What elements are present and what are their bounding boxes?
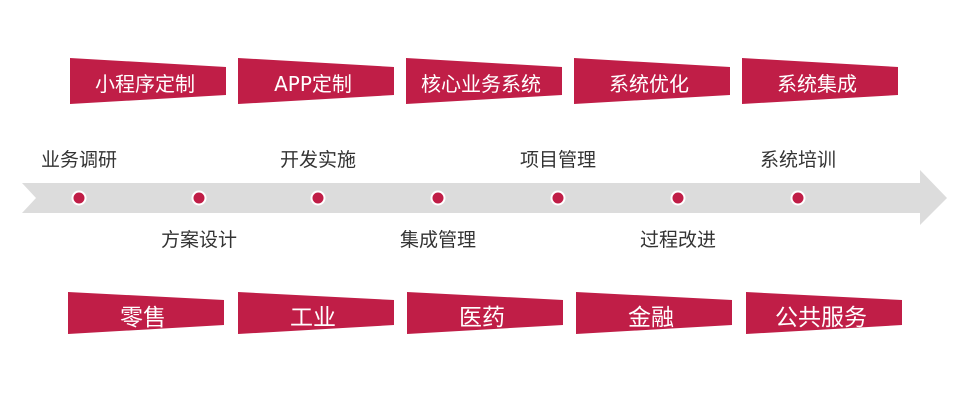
banner-label: 系统集成 <box>777 72 857 96</box>
banner-label: 系统优化 <box>609 72 689 96</box>
industry-banner: 工业 <box>238 292 394 334</box>
step-label: 项目管理 <box>519 149 596 171</box>
banner-label: 零售 <box>120 305 166 331</box>
industry-banner: 零售 <box>68 292 224 334</box>
banner-label: 小程序定制 <box>95 72 195 96</box>
banner-label: 核心业务系统 <box>421 72 541 96</box>
timeline-dot <box>310 190 326 206</box>
step-label: 系统培训 <box>759 149 836 171</box>
industry-banner: 医药 <box>407 292 563 334</box>
service-banner: 核心业务系统 <box>406 58 562 104</box>
banner-label: 公共服务 <box>775 305 867 331</box>
banner-label: 金融 <box>628 305 674 331</box>
timeline-dot <box>191 190 207 206</box>
timeline-dot <box>430 190 446 206</box>
step-label: 集成管理 <box>399 229 476 251</box>
banner-label: 医药 <box>459 305 505 331</box>
service-banner: 系统集成 <box>742 58 898 104</box>
step-label: 过程改进 <box>639 229 716 251</box>
banner-label: 工业 <box>290 305 336 331</box>
service-banner: 系统优化 <box>574 58 730 104</box>
timeline-dot <box>790 190 806 206</box>
timeline-dot <box>670 190 686 206</box>
industry-banner: 金融 <box>576 292 732 334</box>
industry-banner: 公共服务 <box>746 292 902 334</box>
step-label: 业务调研 <box>40 149 117 171</box>
timeline-dot <box>550 190 566 206</box>
service-banner: 小程序定制 <box>70 58 226 104</box>
timeline-dot <box>71 190 87 206</box>
step-label: 方案设计 <box>160 229 237 251</box>
step-label: 开发实施 <box>279 149 356 171</box>
banner-label: APP定制 <box>274 72 352 96</box>
service-banner: APP定制 <box>238 58 394 104</box>
